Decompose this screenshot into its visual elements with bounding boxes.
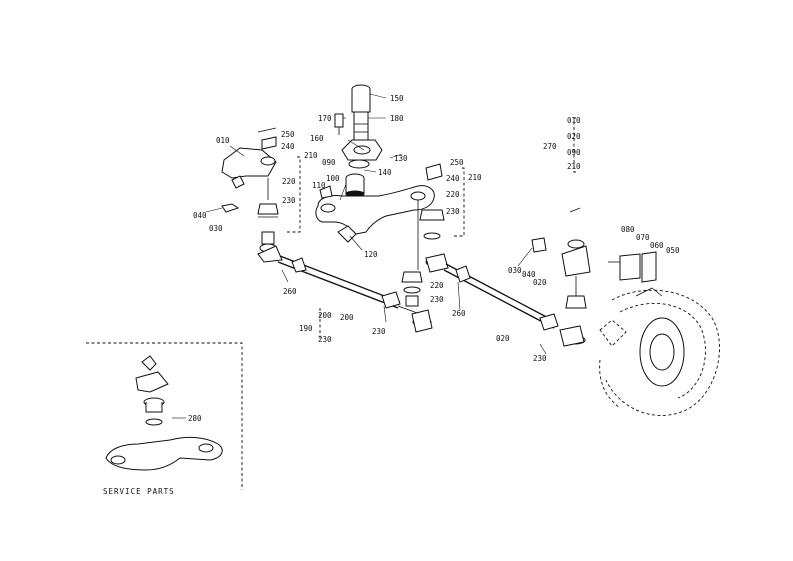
callout-label: 210 <box>304 151 318 160</box>
callout-label: 200 <box>318 311 332 320</box>
leader-lines <box>172 93 547 419</box>
right-knuckle-arm <box>531 207 657 309</box>
callout-label: 250 <box>450 158 464 167</box>
callout-label: 240 <box>281 142 295 151</box>
callout-label: 090 <box>567 148 581 157</box>
callout-label: 280 <box>188 414 202 423</box>
callout-label: 130 <box>394 154 408 163</box>
callout-label: 010 <box>216 136 230 145</box>
callout-label: 020 <box>496 334 510 343</box>
callout-label: 230 <box>282 196 296 205</box>
callout-label: 040 <box>522 270 536 279</box>
callout-label: 260 <box>283 287 297 296</box>
callout-label: 140 <box>378 168 392 177</box>
right-arm-joint <box>419 163 449 273</box>
center-drop-link <box>401 271 423 307</box>
callout-label: 260 <box>452 309 466 318</box>
left-pitman-arm <box>221 127 279 245</box>
callout-label: 150 <box>390 94 404 103</box>
left-tie-rod <box>257 243 433 333</box>
callout-label: 160 <box>310 134 324 143</box>
callout-label: 250 <box>281 130 295 139</box>
callout-brackets <box>286 117 576 340</box>
callout-label: 230 <box>318 335 332 344</box>
callout-label: 020 <box>567 132 581 141</box>
callout-label: 240 <box>446 174 460 183</box>
callout-label: 190 <box>299 324 313 333</box>
callout-label: 070 <box>636 233 650 242</box>
callout-label: 060 <box>650 241 664 250</box>
callout-label: 210 <box>567 162 581 171</box>
callout-label: 030 <box>209 224 223 233</box>
service-parts-title: SERVICE PARTS <box>103 487 175 496</box>
callout-label: 020 <box>533 278 547 287</box>
callout-label: 100 <box>326 174 340 183</box>
callout-label: 230 <box>533 354 547 363</box>
callout-label: 220 <box>430 281 444 290</box>
right-tie-rod <box>443 263 586 347</box>
callout-label: 230 <box>372 327 386 336</box>
callout-label: 200 <box>340 313 354 322</box>
callout-label: 090 <box>322 158 336 167</box>
callout-label: 080 <box>621 225 635 234</box>
callout-label: 120 <box>364 250 378 259</box>
callout-label: 220 <box>282 177 296 186</box>
callout-label: 220 <box>446 190 460 199</box>
callout-label: 270 <box>543 142 557 151</box>
part-number-labels: 150 180 170 160 130 140 090 100 110 120 … <box>188 94 680 423</box>
callout-label: 210 <box>468 173 482 182</box>
callout-label: 030 <box>508 266 522 275</box>
service-parts-inset: SERVICE PARTS <box>86 342 243 496</box>
callout-label: 110 <box>312 181 326 190</box>
front-hub-assembly <box>599 287 720 416</box>
callout-label: 230 <box>430 295 444 304</box>
kingpin-assembly <box>334 84 383 198</box>
callout-label: 180 <box>390 114 404 123</box>
callout-label: 010 <box>567 116 581 125</box>
callout-label: 050 <box>666 246 680 255</box>
callout-label: 170 <box>318 114 332 123</box>
callout-label: 040 <box>193 211 207 220</box>
callout-label: 230 <box>446 207 460 216</box>
